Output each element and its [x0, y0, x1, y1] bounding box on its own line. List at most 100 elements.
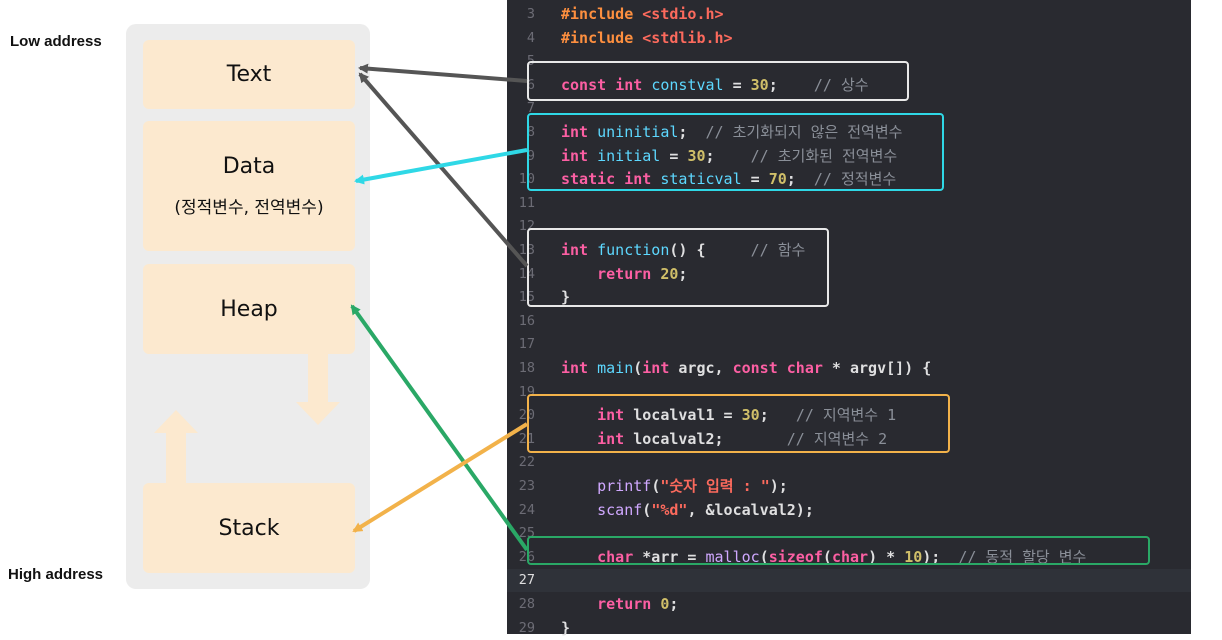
code-token: =: [723, 75, 751, 94]
code-line: 24 scanf("%d", &localval2);: [507, 499, 1191, 522]
code-token: argc,: [669, 359, 733, 377]
code-token: char: [831, 547, 869, 566]
code-token: }: [561, 288, 571, 307]
code-token: 70: [768, 170, 787, 189]
code-line: 20 int localval1 = 30; // 지역변수 1: [507, 404, 1191, 427]
code-token: (: [822, 547, 832, 566]
code-line: 26 char *arr = malloc(sizeof(char) * 10)…: [507, 546, 1191, 569]
code-token: constval: [651, 75, 724, 94]
code-token: localval2;: [624, 429, 787, 448]
code-token: 30: [750, 75, 769, 94]
code-token: char: [597, 547, 634, 566]
globals-to-data-arrow: [354, 148, 528, 185]
data-segment-sublabel: (정적변수, 전역변수): [174, 198, 324, 218]
code-token: <stdio.h>: [642, 5, 724, 23]
line-number: 9: [526, 147, 535, 164]
line-number: 14: [518, 265, 535, 282]
stack-growth-arrow: [154, 410, 198, 483]
code-text: return 0;: [561, 593, 678, 616]
code-token: // 지역변수 2: [786, 429, 888, 448]
code-editor: 3#include <stdio.h>4#include <stdlib.h>5…: [507, 0, 1191, 637]
code-token: * argv[]) {: [822, 359, 932, 377]
code-token: ) *: [868, 547, 905, 566]
code-line: 3#include <stdio.h>: [507, 3, 1191, 26]
const-to-text-arrow: [358, 63, 528, 83]
code-token: char: [786, 359, 823, 377]
code-token: (: [642, 500, 652, 519]
code-token: // 동적 할당 변수: [958, 547, 1087, 566]
code-token: static: [561, 170, 616, 189]
line-number: 23: [518, 478, 535, 494]
line-number: 12: [518, 218, 535, 235]
code-token: =: [660, 146, 688, 165]
code-token: );: [922, 547, 959, 566]
text-segment: Text: [143, 40, 355, 109]
code-text: #include <stdio.h>: [561, 3, 724, 26]
code-line: 7: [507, 97, 1191, 120]
malloc-to-heap-arrow: [350, 304, 529, 552]
text-segment-label: Text: [226, 62, 272, 87]
code-token: ;: [705, 146, 751, 165]
code-token: *arr =: [633, 547, 706, 566]
code-token: 30: [741, 406, 760, 425]
code-line: 29}: [507, 617, 1191, 640]
code-text: scanf("%d", &localval2);: [561, 499, 814, 522]
code-text: return 20;: [561, 263, 687, 286]
code-token: ;: [786, 170, 814, 189]
code-line: 21 int localval2; // 지역변수 2: [507, 428, 1191, 451]
code-token: ;: [678, 264, 688, 283]
line-number: 21: [518, 430, 535, 447]
heap-growth-arrow: [296, 354, 340, 425]
code-token: ;: [678, 123, 706, 141]
code-text: int localval1 = 30; // 지역변수 1: [561, 404, 896, 427]
code-token: int: [597, 406, 625, 425]
code-token: // 함수: [750, 241, 806, 259]
code-line: 22: [507, 451, 1191, 474]
code-line: 4#include <stdlib.h>: [507, 27, 1191, 50]
code-token: // 초기화되지 않은 전역변수: [705, 123, 903, 141]
data-segment-label: Data: [222, 154, 276, 179]
code-token: int: [561, 123, 589, 141]
code-text: static int staticval = 70; // 정적변수: [561, 168, 896, 191]
code-token: printf: [597, 477, 652, 495]
code-token: scanf: [597, 500, 643, 519]
code-token: }: [561, 618, 571, 637]
code-token: int: [561, 241, 589, 259]
code-token: const: [561, 75, 607, 94]
stack-segment-label: Stack: [218, 515, 280, 541]
code-token: main: [597, 359, 634, 377]
line-number: 22: [518, 454, 535, 471]
code-token: 30: [687, 146, 706, 165]
code-text: #include <stdlib.h>: [561, 27, 733, 50]
locals-to-stack-arrow: [352, 422, 529, 533]
function-to-text-arrow: [358, 72, 529, 268]
line-number: 15: [518, 289, 535, 306]
code-token: int: [561, 359, 589, 377]
code-token: #include: [561, 28, 643, 47]
line-number: 7: [526, 100, 535, 117]
code-token: =: [741, 170, 769, 189]
low-address-label: Low address: [10, 33, 102, 50]
code-text: }: [561, 286, 570, 309]
code-token: "%d": [651, 500, 688, 519]
code-token: (: [651, 477, 661, 495]
code-token: uninitial: [597, 123, 679, 141]
line-number: 18: [518, 360, 535, 376]
code-token: #include: [561, 5, 643, 23]
code-line: 14 return 20;: [507, 263, 1191, 286]
code-token: int: [615, 75, 643, 94]
code-token: const: [732, 359, 778, 377]
code-token: int: [642, 359, 670, 377]
code-line: 11: [507, 192, 1191, 215]
code-token: <stdlib.h>: [642, 28, 733, 47]
code-token: function: [597, 241, 670, 259]
line-number: 26: [518, 548, 535, 565]
line-number: 28: [518, 596, 535, 612]
code-line: 16: [507, 310, 1191, 333]
line-number: 16: [518, 312, 535, 329]
code-text: char *arr = malloc(sizeof(char) * 10); /…: [561, 546, 1086, 569]
